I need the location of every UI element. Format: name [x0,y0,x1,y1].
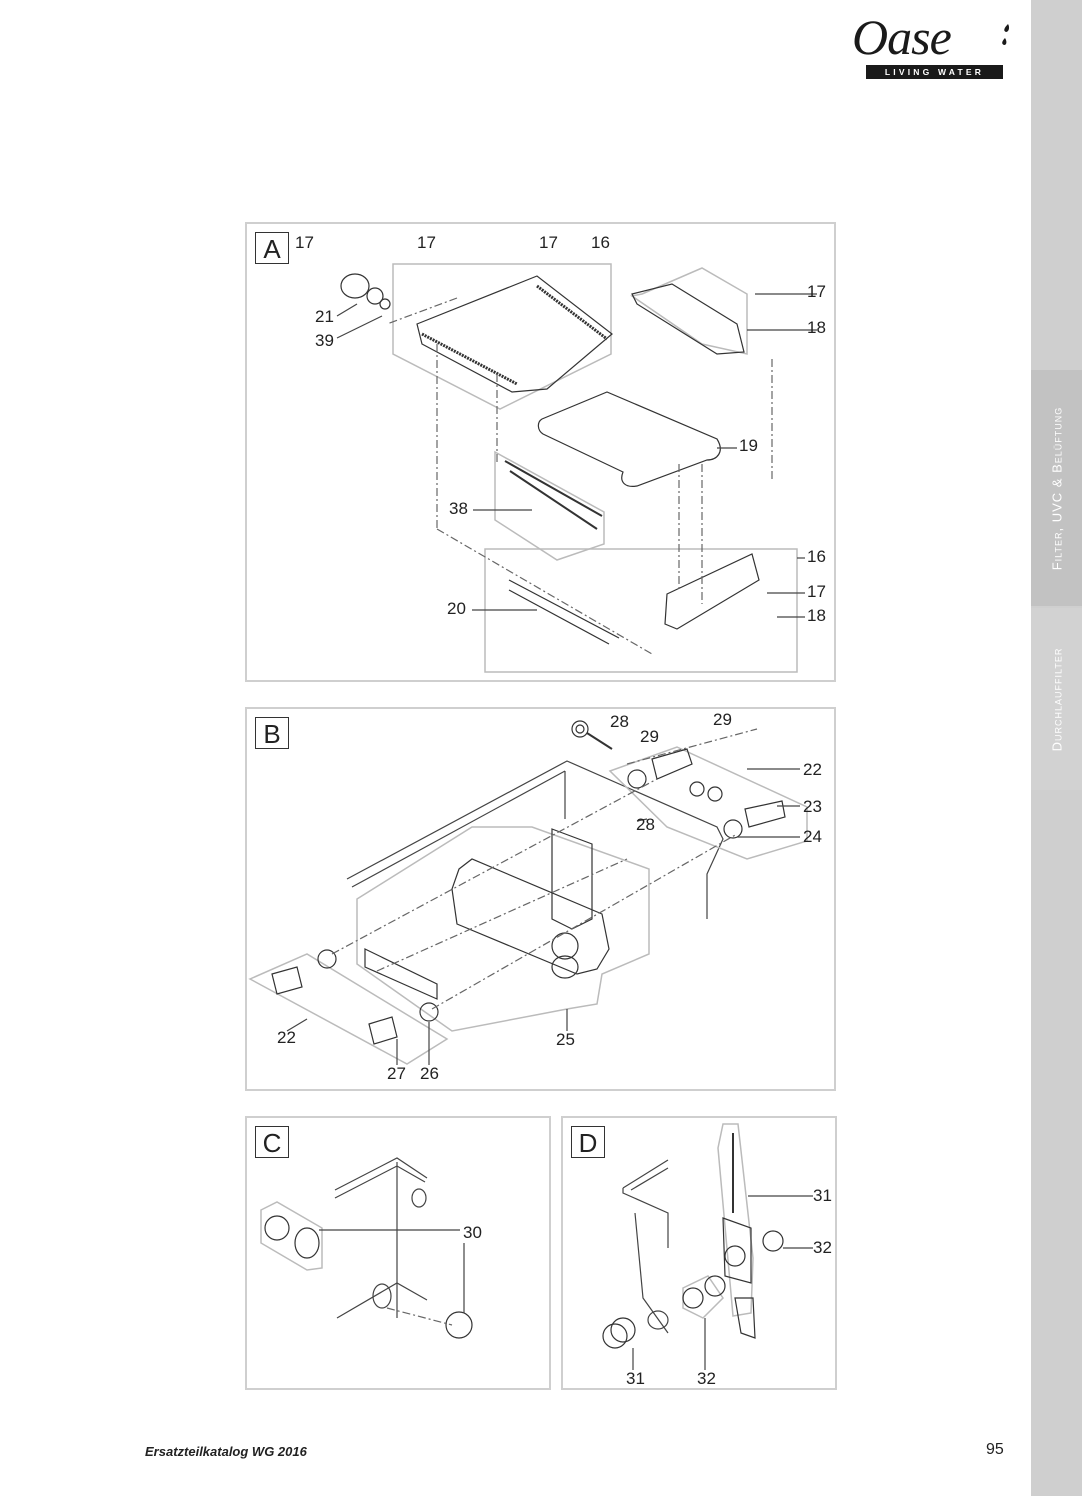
part-callout: 26 [420,1064,439,1083]
part-callout: 22 [277,1028,296,1047]
part-callout: 29 [713,710,732,729]
page-number: 95 [986,1441,1004,1458]
part-callout: 24 [803,827,822,846]
part-callout: 17 [417,233,436,252]
part-callout: 16 [591,233,610,252]
side-tab-durchlauffilter[interactable]: Durchlauffilter [1031,608,1082,790]
part-callout: 25 [556,1030,575,1049]
part-callout: 21 [315,307,334,326]
panel-letter: D [571,1126,605,1158]
part-callout: 38 [449,499,468,518]
part-callout: 29 [640,727,659,746]
logo-wordmark: Oase [852,9,952,65]
part-callout: 31 [626,1369,645,1388]
part-callout: 20 [447,599,466,618]
oase-logo: Oase LIVING WATER [852,10,1012,84]
diagram-panel-a: A [245,222,836,682]
side-tab-filter-uvc[interactable]: Filter, UVC & Belüftung [1031,370,1082,606]
part-callout: 18 [807,606,826,625]
diagram-panel-b: B [245,707,836,1091]
exploded-view-diagram-b [248,720,808,1065]
part-callout: 27 [387,1064,406,1083]
part-callout: 39 [315,331,334,350]
part-callout: 22 [803,760,822,779]
diagram-panel-c: C 30 [245,1116,551,1390]
panel-letter: B [255,717,289,749]
side-tab-label: Durchlauffilter [1049,647,1065,751]
panel-letter: A [255,232,289,264]
side-tab-label: Filter, UVC & Belüftung [1049,406,1064,570]
part-callout: 17 [539,233,558,252]
part-callout: 28 [636,815,655,834]
part-callout: 28 [610,712,629,731]
part-callout: 18 [807,318,826,337]
exploded-view-diagram-d [602,1123,813,1370]
diagram-panel-d: D 31 32 31 32 [561,1116,837,1390]
part-callout: 17 [295,233,314,252]
logo-tagline: LIVING WATER [866,65,1003,79]
part-callout: 31 [813,1186,832,1205]
part-callout: 32 [813,1238,832,1257]
water-drop-icon [1002,24,1010,45]
exploded-view-diagram-c [260,1157,473,1339]
part-callout: 16 [807,547,826,566]
panel-letter: C [255,1126,289,1158]
catalog-title: Ersatzteilkatalog WG 2016 [145,1444,307,1459]
part-callout: 19 [739,436,758,455]
side-navigation: Filter, UVC & Belüftung Durchlauffilter [1031,0,1082,1496]
part-callout: 32 [697,1369,716,1388]
part-callout: 30 [463,1223,482,1242]
part-callout: 23 [803,797,822,816]
part-callout: 17 [807,282,826,301]
part-callout: 17 [807,582,826,601]
exploded-view-diagram-a [336,263,817,673]
